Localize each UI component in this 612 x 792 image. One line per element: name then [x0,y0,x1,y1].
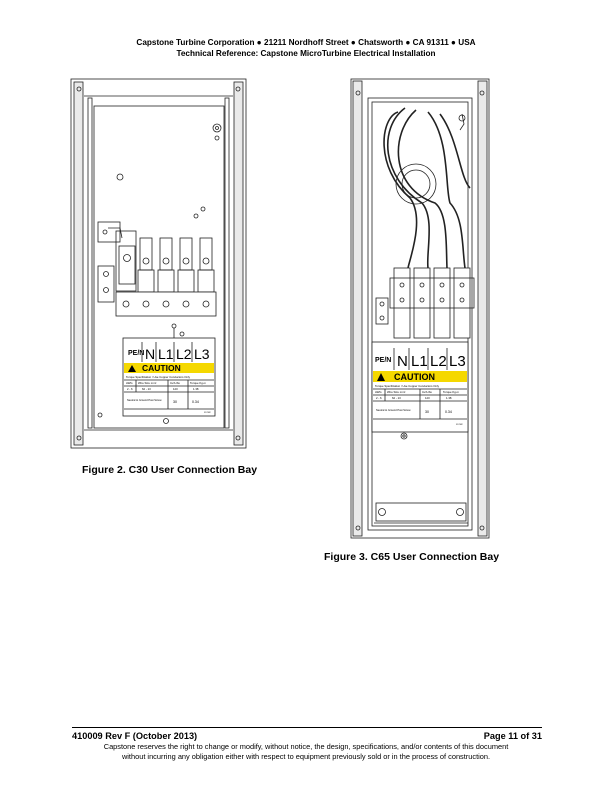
neutral-inch-lbs: 30 [425,410,429,414]
figure-3-caption: Figure 3. C65 User Connection Bay [324,551,500,563]
col-inch-lbs: Inch-lbs [422,390,432,394]
row-awg: 2 - 6 [376,396,382,400]
neutral-kgm: 0.34 [445,410,452,414]
footer-doc-id: 410009 Rev F (October 2013) [72,731,198,741]
label-pen-terminal: PE/N [375,357,391,364]
header-line-2: Technical Reference: Capstone MicroTurbi… [176,49,436,58]
figure-c30-connection-bay: PE/N N L1 L2 L3 CAUTION Torque Specifica… [70,78,248,450]
row-inch-lbs: 120 [425,396,430,400]
row-awg: 2 - 6 [127,387,133,391]
row-torque: 1.38 [193,387,199,391]
label-pen-terminal: PE/N [128,350,144,357]
figure-2-caption: Figure 2. C30 User Connection Bay [82,464,258,476]
neutral-label: Neutral to Ground Post Screw [376,408,411,412]
label-n-terminal: N [145,346,155,362]
label-l3-terminal: L3 [449,353,466,370]
label-l1-terminal: L1 [411,353,428,370]
label-part-number: 517082 [204,412,212,414]
figure-c65-connection-bay: PE/N N L1 L2 L3 CAUTION Torque Specifica… [350,78,490,540]
col-wire-size: Wire Size mm² [387,390,405,394]
col-torque: Torque Kg-m [443,390,460,394]
label-l2-terminal: L2 [176,346,192,362]
torque-title: Torque Specification / Use Copper Conduc… [375,384,440,388]
col-torque: Torque Kg-m [190,381,207,385]
footer-disclaimer-line-1: Capstone reserves the right to change or… [103,742,509,751]
footer-divider [72,727,542,728]
row-wire-size: 62 - 13 [392,396,401,400]
neutral-kgm: 0.34 [192,400,199,404]
col-awg: AWG [126,381,133,385]
row-wire-size: 62 - 13 [142,387,151,391]
label-l1-terminal: L1 [158,346,174,362]
torque-title: Torque Specification / Use Copper Conduc… [126,375,191,379]
neutral-inch-lbs: 30 [173,400,177,404]
neutral-label: Neutral to Ground Post Screw [127,398,162,402]
col-wire-size: Wire Size mm² [138,381,156,385]
row-torque: 1.38 [446,396,452,400]
caution-heading: CAUTION [394,372,435,382]
label-n-terminal: N [397,353,408,370]
header-line-1: Capstone Turbine Corporation ● 21211 Nor… [136,38,476,47]
label-l2-terminal: L2 [430,353,447,370]
col-inch-lbs: Inch-lbs [170,381,180,385]
col-awg: AWG [375,390,382,394]
label-part-number: 517082 [456,424,464,426]
footer-page-number: Page 11 of 31 [483,731,542,741]
row-inch-lbs: 120 [173,387,178,391]
caution-heading: CAUTION [142,363,181,373]
label-l3-terminal: L3 [194,346,210,362]
footer-disclaimer-line-2: without incurring any obligation either … [121,752,491,761]
